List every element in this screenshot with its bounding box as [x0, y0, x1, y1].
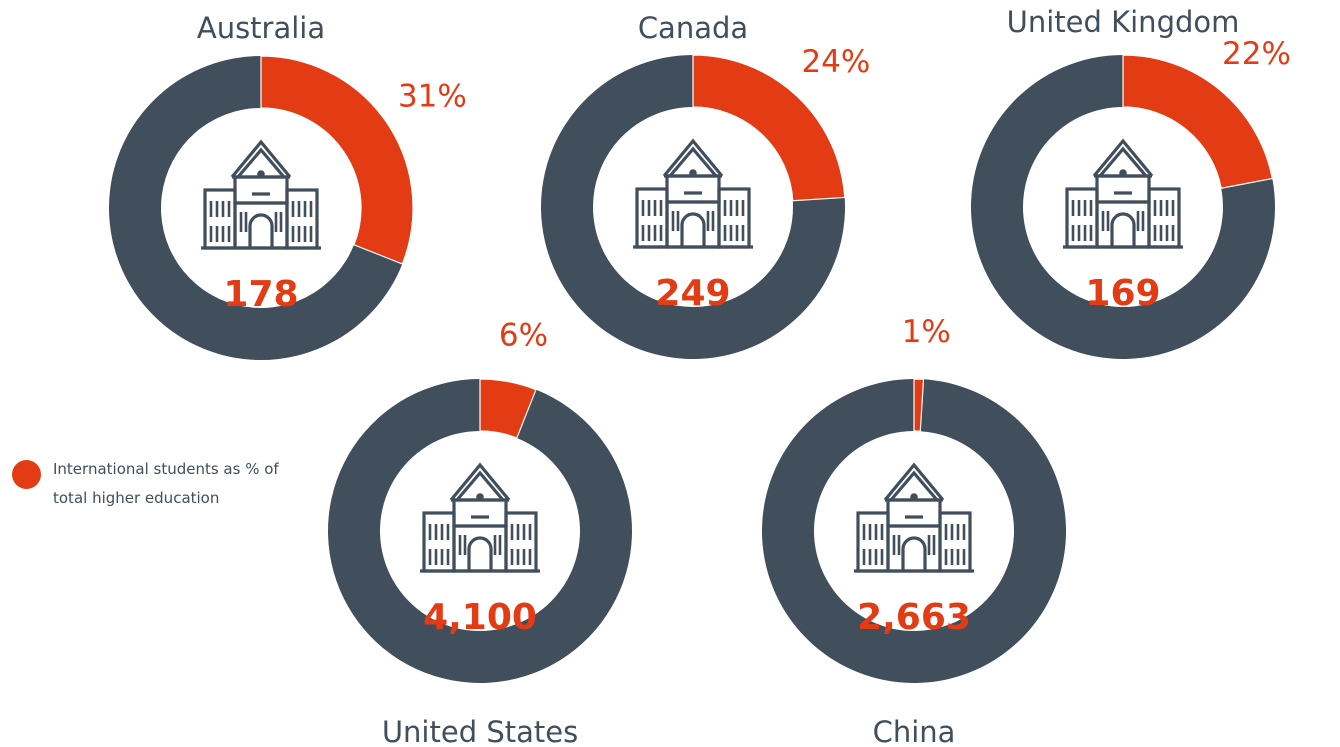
- slice-remainder-canada: [541, 55, 846, 359]
- percent-label-united-states: 6%: [499, 318, 548, 354]
- percent-label-australia: 31%: [398, 79, 467, 115]
- legend-label: International students as % of total hig…: [53, 460, 279, 507]
- country-label-canada: Canada: [638, 11, 748, 45]
- slice-remainder-united-kingdom: [970, 55, 1275, 359]
- count-label-china: 2,663: [857, 597, 971, 638]
- count-label-united-states: 4,100: [423, 597, 537, 638]
- university-building-icon: [199, 140, 323, 250]
- slice-international-canada: [692, 54, 846, 202]
- country-label-australia: Australia: [197, 11, 325, 45]
- slice-remainder-australia: [109, 56, 403, 360]
- university-building-icon: [1061, 139, 1185, 249]
- slice-international-australia: [260, 55, 414, 265]
- country-label-united-kingdom: United Kingdom: [1007, 5, 1240, 39]
- percent-label-canada: 24%: [801, 44, 870, 80]
- slice-international-united-states: [479, 378, 537, 439]
- university-building-icon: [631, 139, 755, 249]
- slice-international-united-kingdom: [1122, 54, 1274, 189]
- slice-remainder-china: [762, 379, 1067, 683]
- count-label-australia: 178: [223, 274, 298, 315]
- country-label-china: China: [873, 715, 956, 747]
- percent-label-united-kingdom: 22%: [1222, 36, 1291, 72]
- percent-label-china: 1%: [902, 314, 951, 350]
- legend-swatch: [12, 460, 41, 489]
- donut-australia: 178 Australia 31%: [109, 11, 467, 360]
- donut-canada: 249 Canada 24%: [541, 11, 870, 359]
- count-label-united-kingdom: 169: [1085, 273, 1160, 314]
- count-label-canada: 249: [655, 273, 730, 314]
- university-building-icon: [418, 463, 542, 573]
- slice-remainder-united-states: [328, 379, 632, 683]
- slice-international-china: [913, 378, 925, 432]
- legend: International students as % of total hig…: [12, 455, 312, 513]
- university-building-icon: [852, 463, 976, 573]
- country-label-united-states: United States: [382, 715, 578, 747]
